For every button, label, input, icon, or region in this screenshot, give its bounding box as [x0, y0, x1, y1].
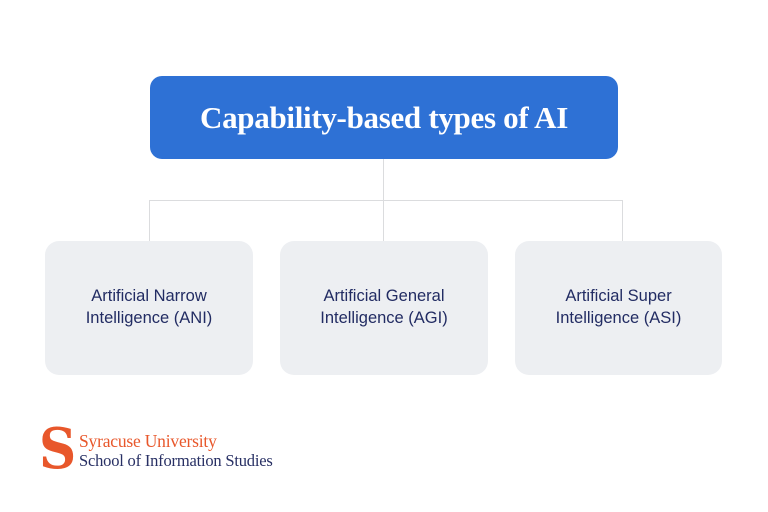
node-ani: Artificial Narrow Intelligence (ANI) — [45, 241, 253, 375]
diagram-title: Capability-based types of AI — [200, 99, 568, 135]
connector-horizontal — [149, 200, 623, 201]
diagram-root-box: Capability-based types of AI — [150, 76, 618, 159]
syracuse-university-logo: S Syracuse University School of Informat… — [39, 416, 273, 482]
node-ani-label: Artificial Narrow Intelligence (ANI) — [85, 287, 213, 327]
syracuse-block-s-icon: S — [39, 416, 77, 482]
org-unit: School of Information Studies — [79, 451, 273, 470]
node-asi: Artificial Super Intelligence (ASI) — [515, 241, 722, 375]
connector-vertical-left — [149, 200, 150, 241]
node-asi-label: Artificial Super Intelligence (ASI) — [555, 287, 682, 327]
brand-text-lockup: Syracuse University School of Informatio… — [79, 424, 273, 471]
node-agi-label: Artificial General Intelligence (AGI) — [320, 287, 448, 327]
node-agi: Artificial General Intelligence (AGI) — [280, 241, 488, 375]
org-name: Syracuse University — [79, 431, 217, 451]
connector-vertical-right — [622, 200, 623, 241]
